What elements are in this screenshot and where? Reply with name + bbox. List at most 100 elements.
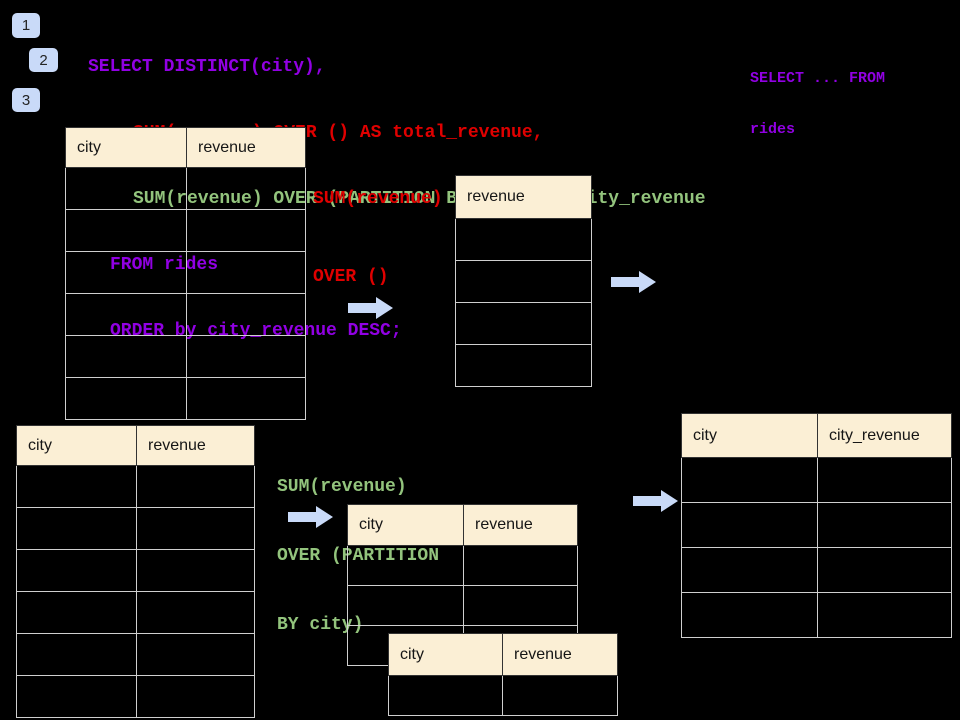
table-empty-cell bbox=[65, 209, 187, 252]
table-empty-cell bbox=[186, 251, 306, 294]
column-header-revenue: revenue bbox=[136, 425, 255, 466]
table-empty-cell bbox=[65, 335, 187, 378]
table-empty-cell bbox=[463, 545, 578, 586]
table-empty-row bbox=[681, 547, 952, 593]
step-badge-1: 1 bbox=[12, 13, 40, 38]
snippet-line-2: rides bbox=[750, 121, 796, 138]
table-empty-cell bbox=[16, 591, 137, 634]
table-empty-cell bbox=[455, 218, 592, 261]
table-empty-row bbox=[65, 335, 306, 378]
table-empty-row bbox=[681, 502, 952, 548]
table-empty-cell bbox=[136, 465, 255, 508]
table-empty-cell bbox=[16, 465, 137, 508]
table-empty-row bbox=[16, 507, 255, 550]
table-header-row: city revenue bbox=[16, 425, 255, 466]
table-empty-cell bbox=[136, 549, 255, 592]
table-empty-cell bbox=[455, 344, 592, 387]
table-empty-cell bbox=[455, 302, 592, 345]
select-from-snippet: SELECT ... FROM rides bbox=[750, 36, 885, 172]
table-empty-cell bbox=[65, 293, 187, 336]
table-empty-cell bbox=[16, 549, 137, 592]
table-empty-cell bbox=[136, 633, 255, 676]
table-header-row: city revenue bbox=[347, 504, 578, 546]
table-empty-cell bbox=[463, 585, 578, 626]
column-header-city: city bbox=[16, 425, 137, 466]
step-badge-3: 3 bbox=[12, 88, 40, 112]
annotation-total-line-1: SUM(revenue) bbox=[313, 189, 443, 209]
table-partition-result-b: city revenue bbox=[388, 633, 618, 716]
table-header-row: city city_revenue bbox=[681, 413, 952, 458]
table-empty-cell bbox=[16, 507, 137, 550]
table-empty-cell bbox=[681, 457, 818, 503]
table-empty-cell bbox=[817, 502, 952, 548]
table-empty-cell bbox=[186, 293, 306, 336]
table-empty-row bbox=[65, 167, 306, 210]
table-input-bottom: city revenue bbox=[16, 425, 255, 718]
annotation-partition-line-1: SUM(revenue) bbox=[277, 477, 407, 497]
table-empty-cell bbox=[817, 547, 952, 593]
table-empty-row bbox=[681, 592, 952, 638]
column-header-revenue: revenue bbox=[463, 504, 578, 546]
table-empty-cell bbox=[347, 545, 464, 586]
table-empty-cell bbox=[186, 167, 306, 210]
table-empty-cell bbox=[136, 591, 255, 634]
table-empty-cell bbox=[136, 507, 255, 550]
table-empty-cell bbox=[502, 675, 618, 716]
table-total-revenue-result: revenue bbox=[455, 175, 592, 387]
table-empty-row bbox=[16, 633, 255, 676]
table-empty-row bbox=[347, 545, 578, 586]
table-header-row: city revenue bbox=[65, 127, 306, 168]
annotation-total-line-2: OVER () bbox=[313, 267, 389, 287]
table-empty-row bbox=[455, 218, 592, 261]
column-header-city: city bbox=[65, 127, 187, 168]
column-header-city: city bbox=[681, 413, 818, 458]
annotation-sum-over-total: SUM(revenue) OVER () bbox=[313, 134, 443, 342]
table-empty-cell bbox=[186, 209, 306, 252]
table-empty-cell bbox=[681, 592, 818, 638]
table-final-result: city city_revenue bbox=[681, 413, 952, 638]
table-header-row: city revenue bbox=[388, 633, 618, 676]
arrow-right-icon bbox=[611, 271, 656, 293]
table-empty-cell bbox=[817, 457, 952, 503]
column-header-city: city bbox=[388, 633, 503, 676]
table-empty-row bbox=[65, 251, 306, 294]
table-empty-row bbox=[388, 675, 618, 716]
table-empty-cell bbox=[16, 675, 137, 718]
arrow-right-icon bbox=[348, 297, 393, 319]
table-empty-cell bbox=[681, 502, 818, 548]
table-empty-cell bbox=[817, 592, 952, 638]
table-empty-cell bbox=[455, 260, 592, 303]
column-header-revenue: revenue bbox=[502, 633, 618, 676]
arrow-right-icon bbox=[288, 506, 333, 528]
table-empty-cell bbox=[347, 585, 464, 626]
table-empty-cell bbox=[65, 377, 187, 420]
table-empty-cell bbox=[65, 167, 187, 210]
table-partition-result-a: city revenue bbox=[347, 504, 578, 666]
column-header-revenue: revenue bbox=[455, 175, 592, 219]
table-empty-cell bbox=[388, 675, 503, 716]
table-empty-row bbox=[681, 457, 952, 503]
table-empty-cell bbox=[186, 335, 306, 378]
table-empty-row bbox=[347, 585, 578, 626]
table-empty-row bbox=[16, 465, 255, 508]
table-empty-row bbox=[16, 591, 255, 634]
table-empty-row bbox=[16, 675, 255, 718]
table-empty-cell bbox=[65, 251, 187, 294]
arrow-right-icon bbox=[633, 490, 678, 512]
table-empty-row bbox=[65, 377, 306, 420]
sql-line-select: SELECT DISTINCT(city), bbox=[88, 57, 326, 77]
table-empty-row bbox=[16, 549, 255, 592]
table-empty-row bbox=[65, 209, 306, 252]
table-input-top: city revenue bbox=[65, 127, 306, 420]
table-empty-row bbox=[455, 302, 592, 345]
table-header-row: revenue bbox=[455, 175, 592, 219]
step-badge-2: 2 bbox=[29, 48, 58, 72]
snippet-line-1: SELECT ... FROM bbox=[750, 70, 886, 87]
column-header-revenue: revenue bbox=[186, 127, 306, 168]
column-header-city: city bbox=[347, 504, 464, 546]
table-empty-row bbox=[455, 344, 592, 387]
table-empty-cell bbox=[16, 633, 137, 676]
table-empty-cell bbox=[681, 547, 818, 593]
table-empty-row bbox=[455, 260, 592, 303]
